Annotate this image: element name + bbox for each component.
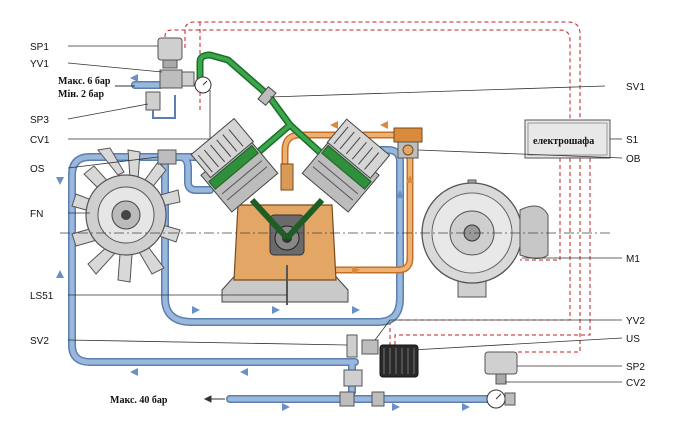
valve-yv2 [361,339,379,355]
label-us: US [626,334,640,345]
oil-block-ob [393,127,423,159]
label-sp3: SP3 [30,115,49,126]
output-arrows [115,85,225,403]
label-cv2: CV2 [626,378,646,389]
label-sv1: SV1 [626,82,645,93]
safety-valve-sv1 [257,85,277,107]
valve-cluster-bottom [339,369,385,407]
cabinet-label: електрошафа [533,136,594,147]
oil-arrows [330,121,414,274]
regulator-sp3 [145,91,176,119]
fan-fn [71,147,181,283]
label-sv2: SV2 [30,336,49,347]
oil-separator-os [157,149,177,165]
note-max-40-bar: Макс. 40 бар [110,395,168,406]
label-m1: M1 [626,254,640,265]
label-yv2: YV2 [626,316,645,327]
labels: SP1 YV1 SP3 CV1 OS FN LS51 SV2 SV1 S1 OB… [30,42,646,406]
control-cabinet [524,119,611,159]
label-fn: FN [30,209,43,220]
valve-group-yv1 [159,69,212,94]
label-sp1: SP1 [30,42,49,53]
label-ob: OB [626,154,641,165]
label-os: OS [30,164,45,175]
pressure-switch-sp1 [157,37,183,69]
silencer-us [379,344,419,378]
motor-m1 [421,179,549,298]
flow-arrows [56,74,470,411]
compressor-block [190,117,391,305]
note-max-6-bar: Макс. 6 бар [58,76,111,87]
label-sp2: SP2 [626,362,645,373]
valve-sv2 [346,334,358,358]
leader-lines [67,45,623,383]
label-ls51: LS51 [30,291,54,302]
note-min-2-bar: Мін. 2 бар [58,89,104,100]
label-cv1: CV1 [30,135,50,146]
label-yv1: YV1 [30,59,49,70]
pressure-switch-sp2 [484,351,518,385]
gauge-cv2 [486,389,516,409]
label-s1: S1 [626,135,639,146]
